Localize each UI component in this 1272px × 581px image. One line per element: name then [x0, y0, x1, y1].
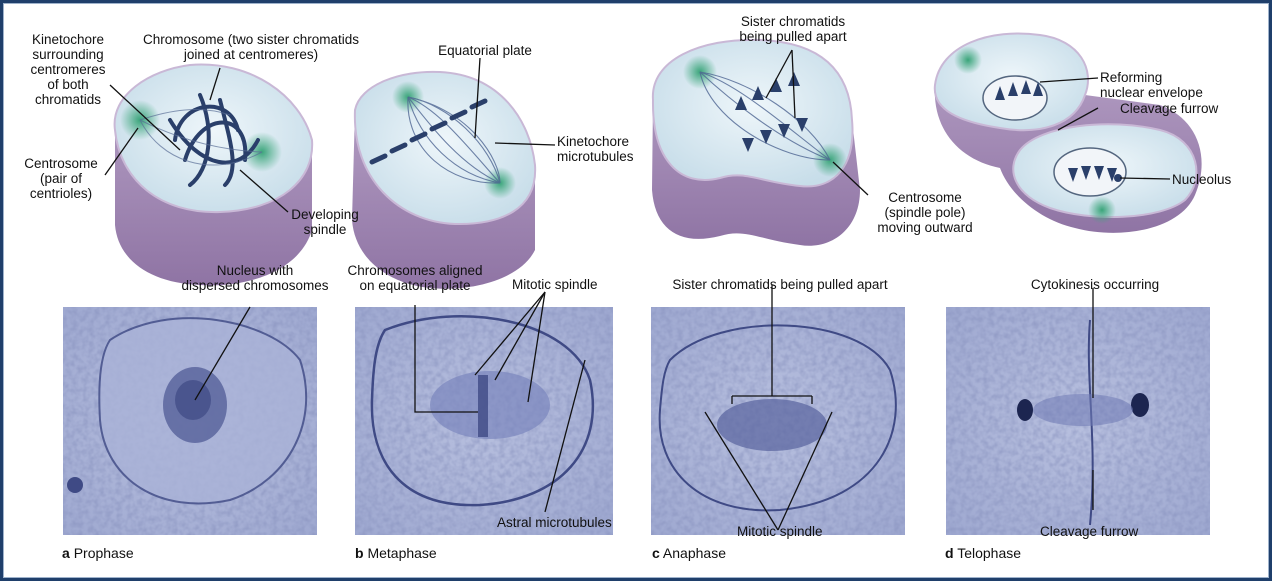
prophase-cell-diagram — [115, 65, 313, 286]
chromosomes-aligned-label: Chromosomes aligned on equatorial plate — [335, 263, 495, 293]
caption-prophase: a Prophase — [62, 545, 134, 561]
cleavage-furrow-top-label: Cleavage furrow — [1120, 101, 1218, 116]
centrosome-label: Centrosome (pair of centrioles) — [16, 156, 106, 201]
caption-telophase: d Telophase — [945, 545, 1021, 561]
reforming-envelope-label: Reforming nuclear envelope — [1100, 70, 1203, 100]
mitotic-spindle-b-label: Mitotic spindle — [512, 277, 598, 292]
caption-anaphase: c Anaphase — [652, 545, 726, 561]
telophase-micrograph — [946, 307, 1210, 535]
astral-microtubules-label: Astral microtubules — [497, 515, 612, 530]
metaphase-micrograph — [355, 307, 613, 535]
sister-chromatids-micro-label: Sister chromatids being pulled apart — [650, 277, 910, 292]
prophase-micrograph — [63, 307, 317, 535]
sister-chromatids-label: Sister chromatids being pulled apart — [728, 14, 858, 44]
kinetochore-label: Kinetochore surrounding centromeres of b… — [18, 32, 118, 107]
cleavage-furrow-micro-label: Cleavage furrow — [1040, 524, 1138, 539]
cytokinesis-label: Cytokinesis occurring — [1010, 277, 1180, 292]
mitotic-spindle-c-label: Mitotic spindle — [737, 524, 823, 539]
chromosome-label: Chromosome (two sister chromatids joined… — [128, 32, 374, 62]
anaphase-cell-diagram — [652, 40, 860, 246]
equatorial-plate-label: Equatorial plate — [420, 43, 550, 58]
metaphase-cell-diagram — [352, 72, 535, 289]
caption-metaphase: b Metaphase — [355, 545, 437, 561]
developing-spindle-label: Developing spindle — [280, 207, 370, 237]
centrosome-spindle-pole-label: Centrosome (spindle pole) moving outward — [860, 190, 990, 235]
anaphase-micrograph — [651, 307, 905, 535]
nucleus-label: Nucleus with dispersed chromosomes — [160, 263, 350, 293]
nucleolus-label: Nucleolus — [1172, 172, 1231, 187]
kinetochore-microtubules-label: Kinetochore microtubules — [557, 134, 634, 164]
